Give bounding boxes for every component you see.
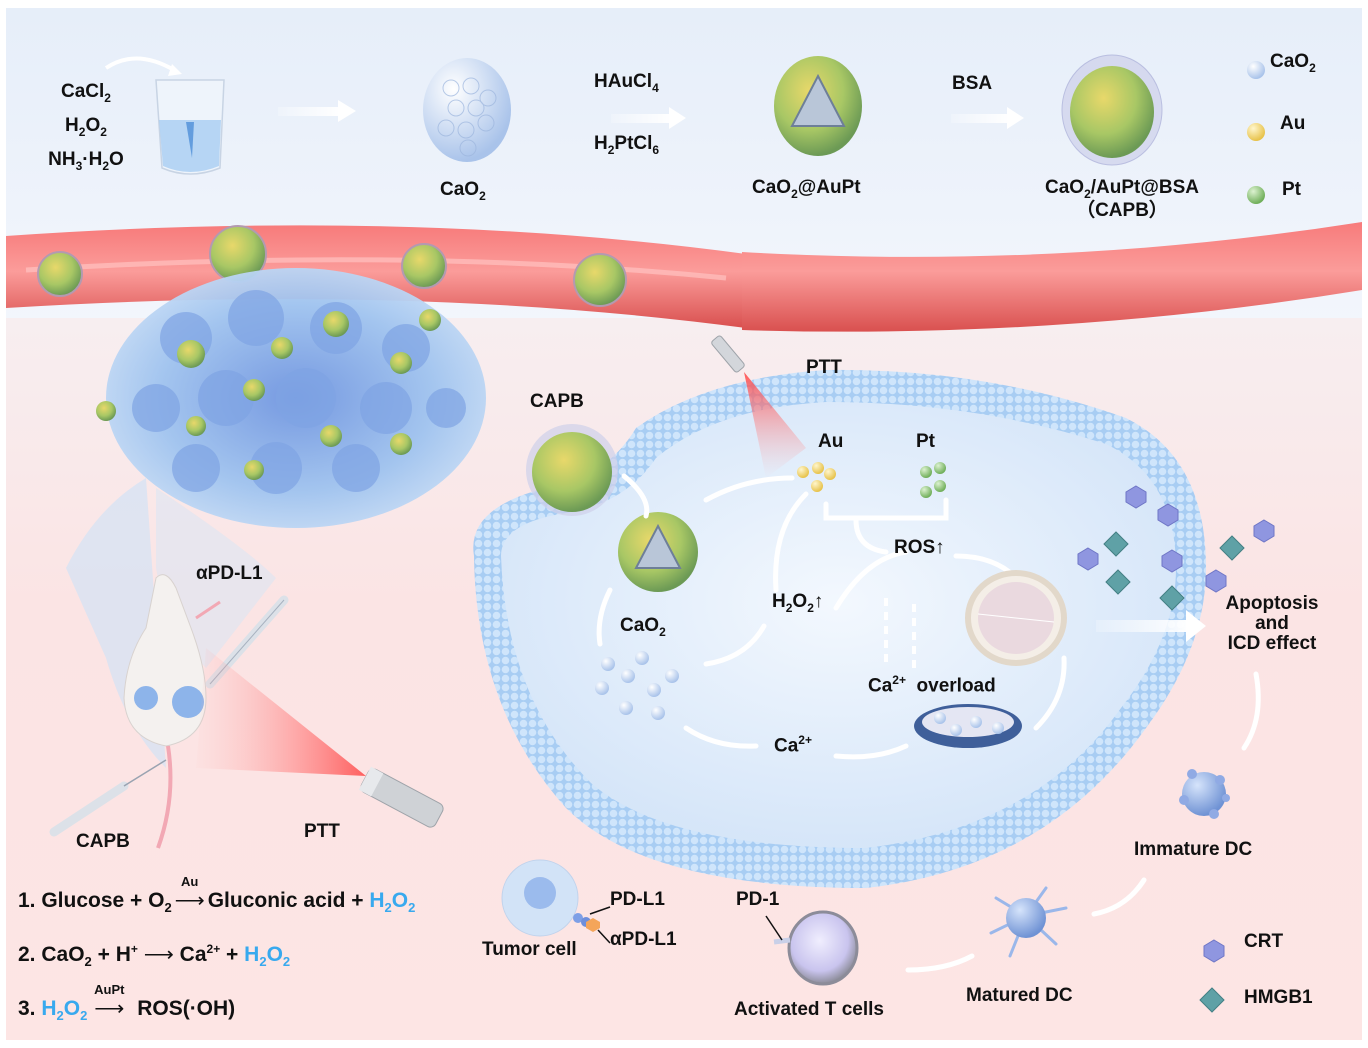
- reagent-cacl2: CaCl2: [61, 81, 111, 105]
- ptt-mouse-label: PTT: [304, 821, 340, 842]
- bsa-reagent-label: BSA: [952, 73, 993, 94]
- synthesis-arrow-1: [278, 100, 356, 122]
- ca-ion-label: Ca2+: [774, 733, 812, 757]
- nucleus-icon: [965, 570, 1067, 666]
- activated-t-cell-icon: [773, 910, 859, 986]
- reagents-list: CaCl2 H2O2 NH3·H2O: [36, 78, 136, 179]
- pdl1-label: PD-L1: [610, 889, 665, 910]
- legend-au-label: Au: [1280, 113, 1306, 134]
- cao2-particles: [595, 651, 679, 720]
- capb-injection-label: CAPB: [76, 831, 130, 852]
- apoptosis-arrow: [1096, 610, 1206, 642]
- pointer-lines: [589, 906, 783, 944]
- laser-beam-mouse: [196, 648, 366, 776]
- legend-pt-marker: [1247, 186, 1265, 204]
- blood-vessel: [6, 222, 1362, 332]
- capb-product-label: CaO2/AuPt@BSA （CAPB）: [1032, 177, 1212, 222]
- syringe-capb-icon: [49, 759, 167, 837]
- pt-particles: [920, 462, 946, 498]
- eq1-rhs: Gluconic acid +: [207, 889, 370, 912]
- reagent-haucl4-label: HAuCl4: [594, 71, 659, 95]
- reagent-h2ptcl6-label: H2PtCl6: [594, 133, 660, 157]
- ptt-cell-label: PTT: [806, 357, 842, 378]
- legend-cao2-marker: [1247, 61, 1265, 79]
- capb-entering-cell: [526, 424, 618, 516]
- apoptosis-line-2: and: [1255, 613, 1289, 634]
- legend-crt-label: CRT: [1244, 931, 1284, 952]
- cao2-aupt-label: CaO2@AuPt: [752, 177, 861, 201]
- eq3-catalyst: AuPt: [94, 982, 125, 997]
- legend-bottom-markers: [1199, 939, 1225, 1013]
- apdl1-label: αPD-L1: [610, 929, 677, 950]
- dashed-arrows: [884, 598, 916, 668]
- synthesis-arrow-2: [611, 107, 686, 129]
- mouse-illustration: [123, 574, 221, 849]
- synthesis-arrow-3: [951, 107, 1024, 129]
- eq2-h2o2: H2O2: [244, 943, 291, 970]
- laser-device-icon: [358, 766, 444, 828]
- tumor-cell-label: Tumor cell: [482, 939, 577, 960]
- eq1-arrow: Au⟶: [172, 874, 208, 913]
- illustration-layer: [6, 54, 1362, 1013]
- cao2-product-label: CaO2: [440, 179, 486, 203]
- cao2-cell-label: CaO2: [620, 615, 666, 639]
- legend-hmgb1-marker: [1199, 987, 1225, 1013]
- matured-dc-icon: [989, 886, 1068, 958]
- apdl1-injection-label: αPD-L1: [196, 563, 263, 584]
- activated-t-cells-label: Activated T cells: [734, 999, 884, 1020]
- legend-pt-label: Pt: [1282, 179, 1301, 200]
- laser-beam-cell: [711, 335, 806, 478]
- legend-crt-marker: [1203, 939, 1225, 963]
- eq1-catalyst: Au: [181, 874, 199, 889]
- legend-cao2-label: CaO2: [1270, 51, 1316, 75]
- reagent-h2o2: H2O2: [65, 114, 107, 139]
- figure-canvas: CaCl2 H2O2 NH3·H2O CaO2 HAuCl4 H2PtCl6 C…: [6, 8, 1362, 1040]
- capb-nanoparticle-icon: [1061, 54, 1163, 166]
- cao2-nanoparticle-icon: [423, 58, 511, 162]
- eq1-number: 1.: [18, 889, 36, 912]
- eq1-h2o2: H2O2: [369, 889, 416, 916]
- equation-2: 2. CaO2 + H+ ⟶ Ca2+ + H2O2: [18, 942, 291, 970]
- pd1-label: PD-1: [736, 889, 780, 910]
- au-label: Au: [818, 431, 844, 452]
- eq2-number: 2.: [18, 943, 36, 966]
- pt-label: Pt: [916, 431, 935, 452]
- vessel-nanoparticles: [37, 225, 627, 307]
- ros-up-label: ROS↑: [894, 537, 945, 558]
- small-tumor-cell-icon: [501, 859, 600, 937]
- cao2-aupt-inside-cell: [618, 512, 698, 592]
- au-particles: [797, 462, 836, 492]
- flow-arrows-immune: [905, 671, 1261, 973]
- beaker-icon: [104, 56, 225, 175]
- immature-dc-icon: [1179, 769, 1230, 819]
- apoptosis-line-3: ICD effect: [1227, 633, 1317, 654]
- legend-hmgb1-label: HMGB1: [1244, 987, 1313, 1008]
- eq3-number: 3.: [18, 997, 36, 1020]
- capb-cell-label: CAPB: [530, 391, 584, 412]
- apoptosis-icd-label: Apoptosis and ICD effect: [1206, 594, 1338, 654]
- cao2-aupt-nanoparticle-icon: [774, 56, 862, 156]
- hmgb1-markers: [1103, 531, 1245, 611]
- reagent-nh3h2o: NH3·H2O: [48, 148, 124, 173]
- crt-markers: [1077, 485, 1275, 593]
- legend-top-markers: [1247, 61, 1265, 204]
- eq3-rhs: ROS(·OH): [137, 997, 236, 1020]
- matured-dc-label: Matured DC: [966, 985, 1073, 1006]
- mitochondrion-icon: [914, 704, 1022, 748]
- capb-abbrev: （CAPB）: [1076, 199, 1168, 221]
- eq3-h2o2: H2O2: [41, 997, 88, 1024]
- legend-au-marker: [1247, 123, 1265, 141]
- apoptosis-line-1: Apoptosis: [1225, 593, 1319, 614]
- ca-overload-label: Ca2+ overload: [868, 673, 996, 697]
- eq3-arrow: AuPt⟶: [87, 982, 131, 1021]
- h2o2-up-label: H2O2↑: [772, 591, 824, 615]
- immature-dc-label: Immature DC: [1134, 839, 1253, 860]
